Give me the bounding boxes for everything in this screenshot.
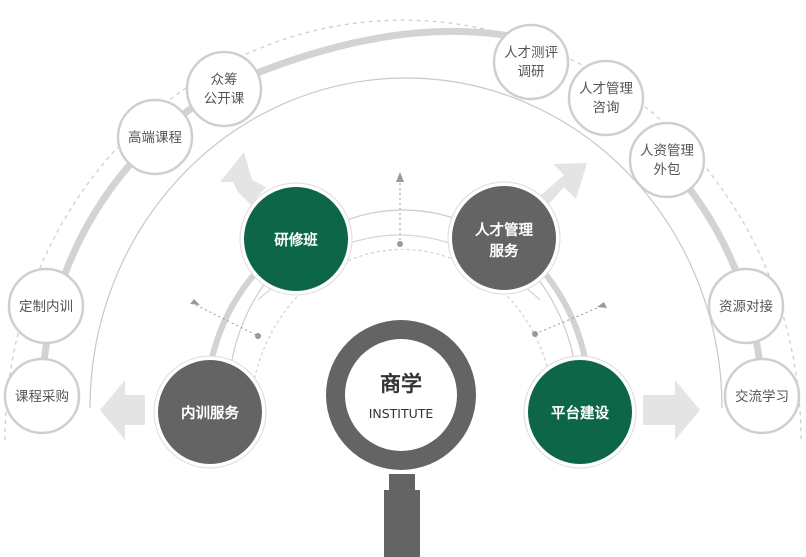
outer-node-course-purchase[interactable]: 课程采购 xyxy=(3,357,81,435)
talent-assessment-label-2: 调研 xyxy=(518,64,545,80)
center-subtitle: INSTITUTE xyxy=(369,406,434,421)
outer-node-crowdfunding-course[interactable]: 众筹 公开课 xyxy=(185,50,263,128)
outer-node-exchange-learning[interactable]: 交流学习 xyxy=(723,357,801,435)
outer-node-custom-training[interactable]: 定制内训 xyxy=(7,267,85,345)
outer-dashed-arc xyxy=(4,19,802,441)
outer-node-hr-outsourcing[interactable]: 人资管理 外包 xyxy=(628,121,706,199)
outer-ring-top xyxy=(226,27,531,89)
internal-training-label: 内训服务 xyxy=(181,404,239,422)
hr-outsourcing-label-2: 外包 xyxy=(654,162,681,178)
custom-training-label: 定制内训 xyxy=(19,299,73,315)
outer-node-premium-course[interactable]: 高端课程 xyxy=(116,98,194,176)
outer-node-resource-docking[interactable]: 资源对接 xyxy=(707,267,785,345)
outer-thin-arc xyxy=(89,77,723,409)
outer-node-talent-assessment[interactable]: 人才测评 调研 xyxy=(492,23,570,101)
platform-building-label: 平台建设 xyxy=(551,404,609,422)
arrow-right xyxy=(643,380,700,440)
talent-consulting-label-1: 人才管理 xyxy=(579,81,633,97)
center-title: 商学 xyxy=(380,372,422,396)
arrow-left xyxy=(100,380,145,440)
magnifier-lens xyxy=(345,339,457,451)
arrow-upper-left xyxy=(220,152,266,205)
talent-service-label-1: 人才管理 xyxy=(475,221,533,239)
outer-node-talent-consulting[interactable]: 人才管理 咨询 xyxy=(567,59,645,137)
premium-course-label: 高端课程 xyxy=(128,129,182,146)
core-node-internal-training[interactable]: 内训服务 xyxy=(153,355,267,469)
magnifier-neck xyxy=(389,474,415,494)
core-node-platform-building[interactable]: 平台建设 xyxy=(523,355,637,469)
talent-consulting-label-2: 咨询 xyxy=(593,100,620,116)
resource-docking-label: 资源对接 xyxy=(719,298,773,315)
magnifier-handle xyxy=(384,490,420,557)
talent-assessment-label-1: 人才测评 xyxy=(504,45,558,61)
core-node-talent-service[interactable]: 人才管理 服务 xyxy=(447,181,561,295)
hr-outsourcing-label-1: 人资管理 xyxy=(640,143,694,159)
exchange-learning-label: 交流学习 xyxy=(735,388,789,405)
crowdfunding-course-label-1: 众筹 xyxy=(211,71,238,88)
talent-service-label-2: 服务 xyxy=(490,242,519,260)
middle-thin-arc xyxy=(227,209,579,401)
inner-dotted-arc xyxy=(249,248,556,421)
dotted-arrow-left xyxy=(190,299,261,339)
arrow-upper-right xyxy=(540,163,587,205)
dotted-arrow-top xyxy=(396,172,404,247)
research-class-label: 研修班 xyxy=(274,231,318,249)
course-purchase-label: 课程采购 xyxy=(15,389,69,405)
crowdfunding-course-label-2: 公开课 xyxy=(204,91,245,107)
dotted-arrow-right xyxy=(532,302,607,337)
core-node-research-class[interactable]: 研修班 xyxy=(239,182,353,296)
